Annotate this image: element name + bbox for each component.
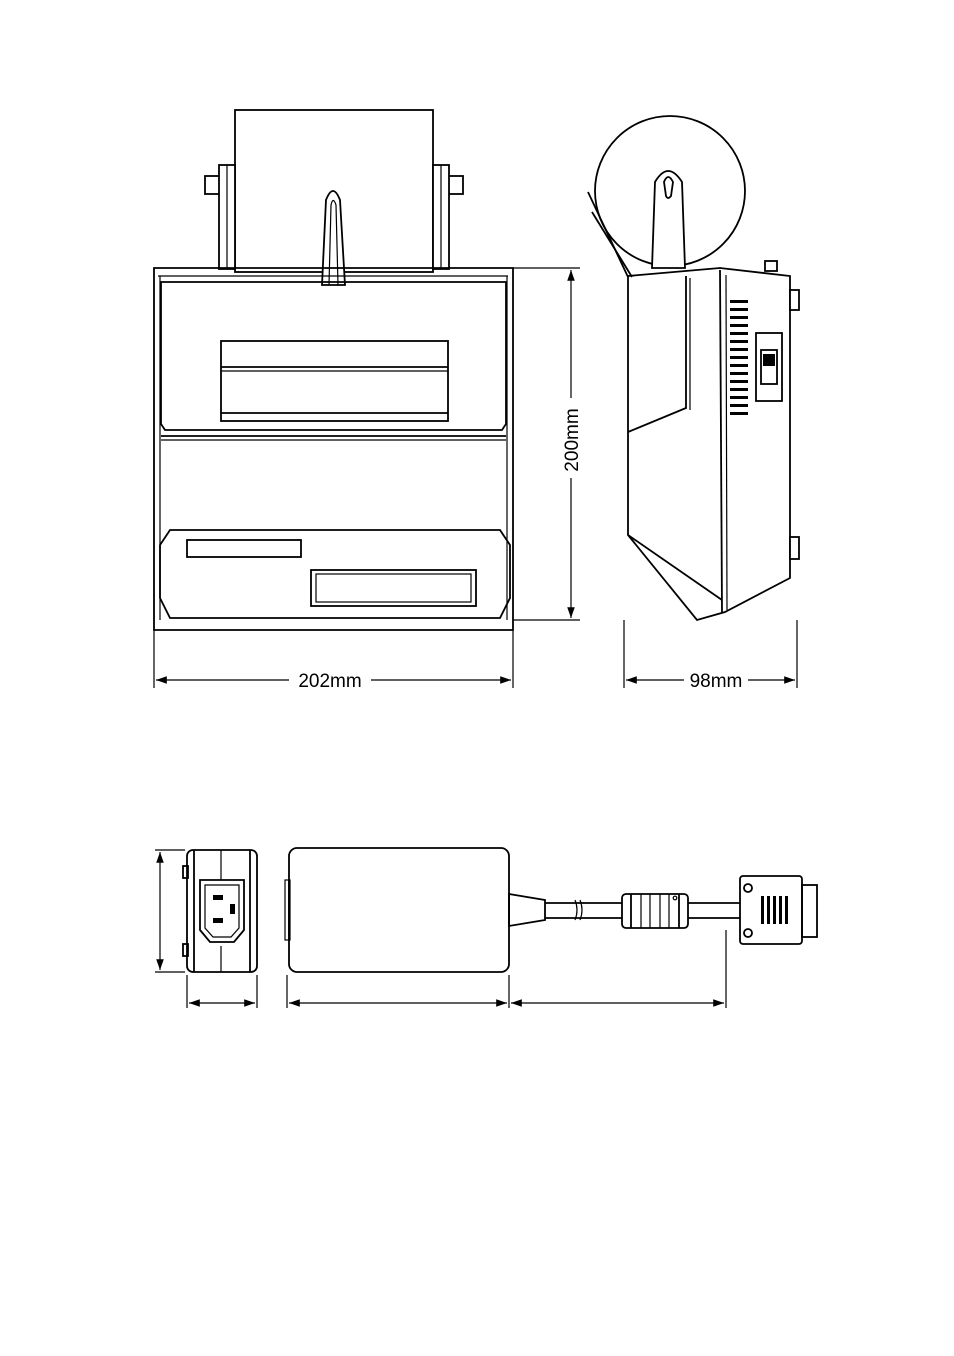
top-cover <box>161 282 506 430</box>
vent-slots <box>730 300 748 415</box>
power-switch <box>756 333 782 401</box>
print-window <box>221 341 448 421</box>
depth-dimension: 98mm <box>624 620 797 692</box>
lower-side-knob <box>790 537 799 559</box>
side-body <box>628 268 790 620</box>
height-dimension: 200mm <box>513 268 583 620</box>
adapter-length-dimension <box>287 975 509 1008</box>
paper-holder-right <box>433 165 463 269</box>
printer-front-view <box>154 110 513 630</box>
adapter-end-width-dimension <box>187 975 257 1008</box>
adapter-body <box>289 848 509 972</box>
height-label: 200mm <box>562 408 583 471</box>
cable-length-dimension <box>511 930 726 1008</box>
paper-holder-left <box>205 165 235 269</box>
ferrite-core <box>622 894 688 928</box>
power-adapter-top-view <box>285 848 817 972</box>
label-plate <box>187 540 301 557</box>
top-knob <box>765 261 777 271</box>
dc-cable <box>545 900 740 920</box>
printer-side-view <box>588 116 799 620</box>
paper-clip <box>322 191 345 285</box>
width-label: 202mm <box>298 671 361 692</box>
ac-inlet <box>200 880 244 942</box>
dc-connector <box>740 876 817 944</box>
upper-side-knob <box>790 290 799 310</box>
power-adapter-end-view <box>183 850 257 972</box>
width-dimension: 202mm <box>154 630 513 692</box>
adapter-height-dimension <box>155 850 185 972</box>
paper-outlet <box>311 570 476 606</box>
depth-label: 98mm <box>690 671 743 692</box>
roll-holder-arm <box>652 171 685 268</box>
strain-relief <box>509 894 545 926</box>
